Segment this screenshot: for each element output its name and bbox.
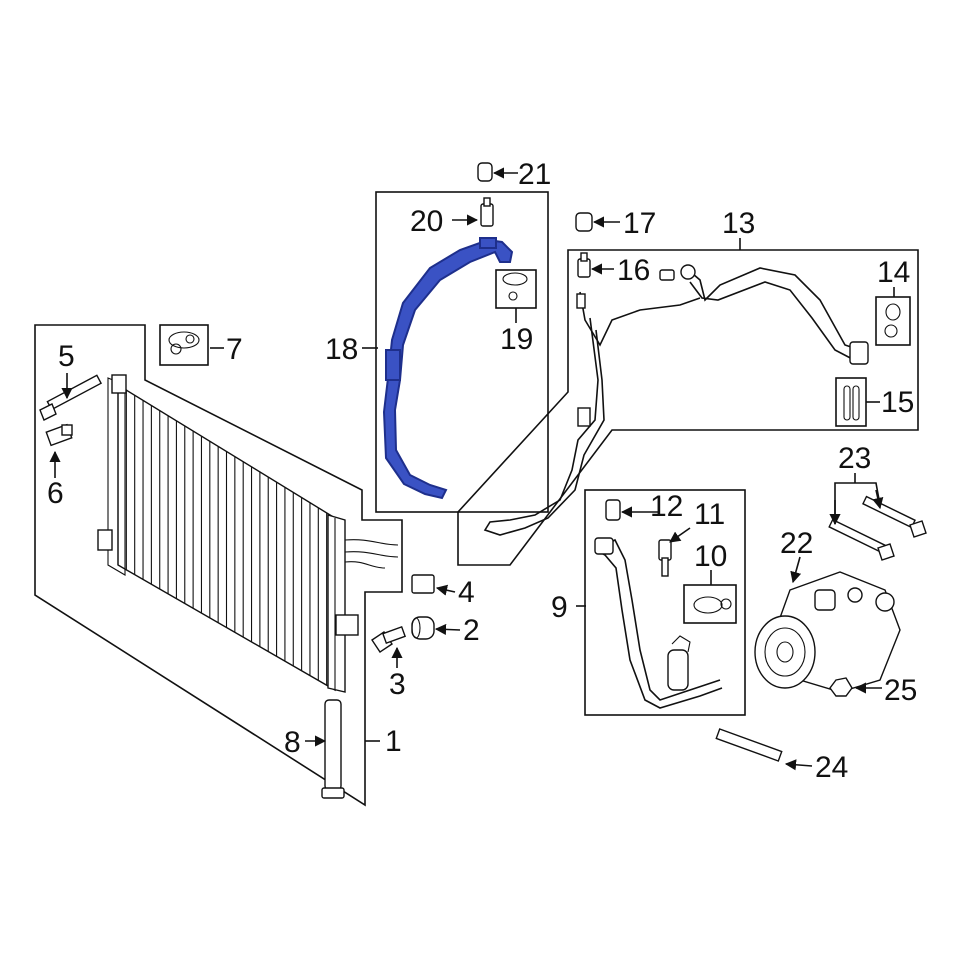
callout-1: 1 [385,725,402,758]
callout-6: 6 [47,477,64,510]
valve-cap-17[interactable] [575,212,593,232]
bushing-2[interactable] [411,616,435,640]
line-assembly-group-frame [457,249,919,566]
bracket-4[interactable] [411,574,435,594]
callout-25: 25 [884,674,917,707]
suction-hose-group-frame [584,489,746,716]
valve-core-20[interactable] [480,197,494,227]
callout-13: 13 [722,207,755,240]
callout-8: 8 [284,726,301,759]
compressor-22[interactable] [754,571,901,693]
discharge-hose-18[interactable] [382,237,514,500]
callout-22: 22 [780,527,813,560]
seal-kit-19-box [495,269,537,309]
hose-group-frame [375,191,549,513]
callout-21: 21 [518,158,551,191]
callout-15: 15 [881,386,914,419]
seal-kit-15[interactable] [843,385,860,421]
callout-labels: 1 2 3 4 5 6 7 8 9 10 11 12 13 14 15 16 1… [47,158,917,784]
line-assembly-13[interactable] [483,264,869,536]
receiver-drier[interactable] [321,699,345,799]
callout-18: 18 [325,333,358,366]
callout-11: 11 [694,498,725,531]
callout-3: 3 [389,668,406,701]
callout-14: 14 [877,256,910,289]
callout-5: 5 [58,340,75,373]
callout-4: 4 [458,576,475,609]
callout-23: 23 [838,442,871,475]
bolt-6[interactable] [45,423,73,447]
callout-7: 7 [226,333,243,366]
pressure-switch-12[interactable] [605,499,621,521]
valve-core-11[interactable] [658,539,672,577]
callout-24: 24 [815,751,848,784]
callout-9: 9 [551,591,568,624]
callout-10: 10 [694,540,727,573]
condenser[interactable] [97,374,399,693]
seal-kit-10-box [683,584,737,624]
valve-cap-21[interactable] [477,162,493,182]
callout-16: 16 [617,254,650,287]
seal-kit-7[interactable] [168,331,200,355]
callout-17: 17 [623,207,656,240]
seal-kit-7-box [159,324,209,366]
valve-core-16[interactable] [577,252,591,278]
bolt-5[interactable] [39,374,103,421]
bolt-3[interactable] [371,625,407,653]
bolt-23-b[interactable] [862,495,927,538]
seal-kit-14-box [875,296,911,346]
callout-12: 12 [650,490,683,523]
callout-20: 20 [410,205,443,238]
seal-kit-10[interactable] [693,596,732,614]
callout-19: 19 [500,323,533,356]
suction-hose-9[interactable] [594,537,723,709]
seal-kit-19[interactable] [502,272,528,301]
seal-kit-14[interactable] [884,303,901,338]
condenser-group-frame [34,324,403,807]
seal-kit-15-box [835,377,867,427]
leader-lines [49,167,895,771]
bolt-23-a[interactable] [828,518,895,561]
nut-25[interactable] [829,677,853,697]
callout-2: 2 [463,614,480,647]
stud-24[interactable] [715,728,783,762]
